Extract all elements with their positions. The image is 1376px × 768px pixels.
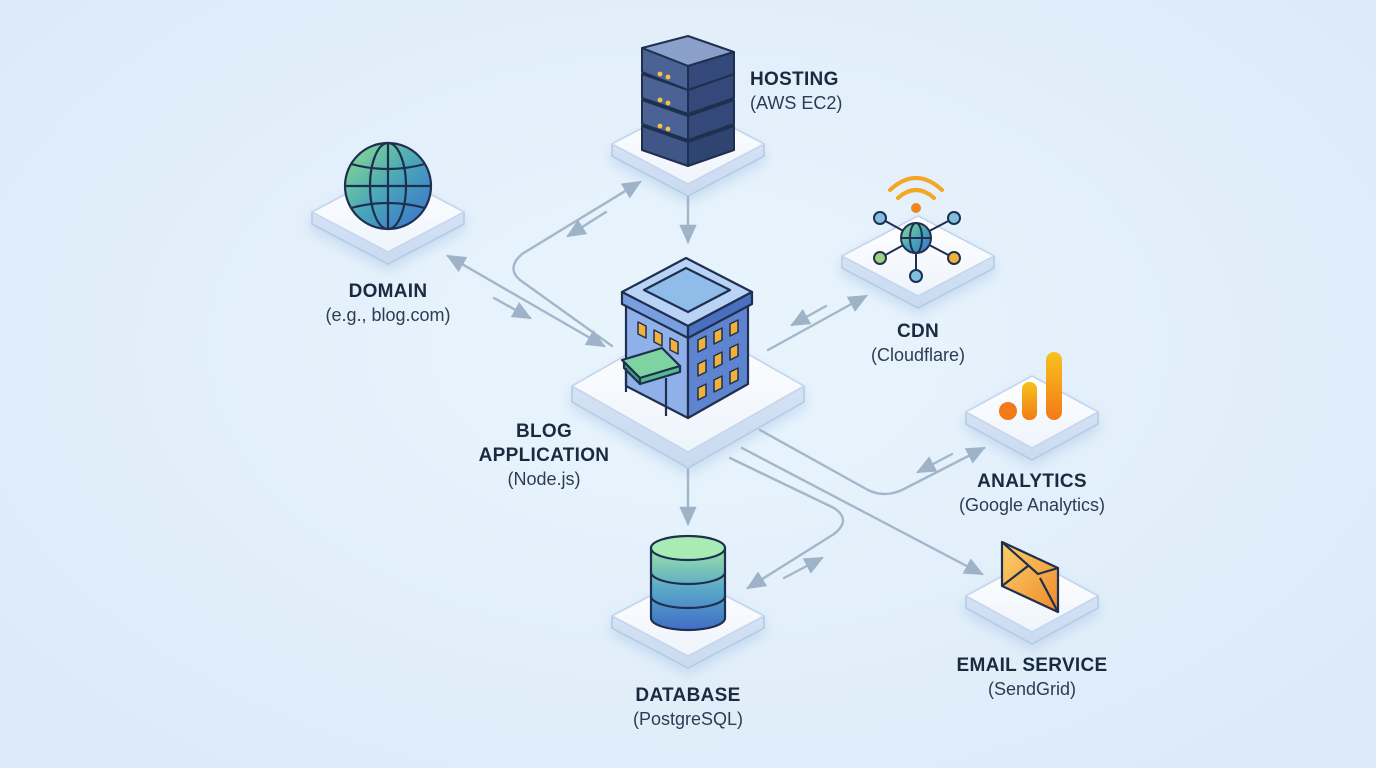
domain-label: DOMAIN (e.g., blog.com) bbox=[288, 280, 488, 326]
connector-cdn-return bbox=[790, 304, 828, 327]
network-hub-icon bbox=[873, 211, 961, 283]
domain-node bbox=[310, 141, 466, 265]
connector-database-return bbox=[782, 556, 824, 580]
email-label: EMAIL SERVICE (SendGrid) bbox=[922, 654, 1142, 700]
connector-app-analytics bbox=[758, 428, 986, 496]
building-icon bbox=[620, 256, 754, 420]
hosting-subtitle: (AWS EC2) bbox=[750, 92, 843, 113]
awning-icon bbox=[620, 346, 682, 416]
email-subtitle: (SendGrid) bbox=[987, 678, 1077, 699]
connector-app-to-hosting-loop bbox=[512, 180, 642, 348]
wifi-signal-icon bbox=[888, 176, 944, 213]
globe-icon bbox=[343, 141, 433, 231]
hosting-label: HOSTING (AWS EC2) bbox=[750, 68, 842, 114]
cdn-node bbox=[840, 176, 996, 309]
server-led-lights bbox=[657, 71, 671, 132]
blog-app-subtitle: (Node.js) bbox=[507, 468, 581, 489]
cdn-label: CDN (Cloudflare) bbox=[818, 320, 1018, 366]
server-stack-icon bbox=[641, 35, 735, 167]
database-node bbox=[610, 534, 766, 669]
email-title: EMAIL SERVICE bbox=[956, 655, 1108, 676]
blog-app-title-line1: BLOG bbox=[515, 421, 573, 442]
connector-analytics-return bbox=[916, 452, 954, 474]
blog-app-label: BLOG APPLICATION (Node.js) bbox=[444, 420, 644, 490]
connector-app-email bbox=[740, 446, 984, 576]
hosting-title: HOSTING bbox=[750, 69, 839, 90]
database-title: DATABASE bbox=[635, 685, 741, 706]
cdn-title: CDN bbox=[896, 321, 940, 342]
domain-subtitle: (e.g., blog.com) bbox=[325, 304, 451, 325]
hosting-node bbox=[610, 35, 766, 197]
connector-domain-return bbox=[492, 296, 532, 320]
cdn-platform bbox=[840, 215, 996, 309]
connector-app-hosting-return bbox=[566, 210, 608, 238]
envelope-icon bbox=[1000, 540, 1060, 614]
database-label: DATABASE (PostgreSQL) bbox=[588, 684, 788, 730]
analytics-subtitle: (Google Analytics) bbox=[958, 494, 1106, 515]
email-node bbox=[964, 540, 1100, 645]
cdn-subtitle: (Cloudflare) bbox=[870, 344, 966, 365]
blog-app-node bbox=[570, 256, 806, 469]
connector-domain-app bbox=[446, 254, 606, 348]
bar-chart-icon bbox=[999, 352, 1062, 420]
analytics-title: ANALYTICS bbox=[977, 471, 1087, 492]
blog-app-title-line2: APPLICATION bbox=[478, 444, 610, 466]
connector-app-cdn bbox=[766, 294, 868, 352]
database-subtitle: (PostgreSQL) bbox=[632, 708, 744, 729]
connectors bbox=[446, 180, 986, 590]
analytics-label: ANALYTICS (Google Analytics) bbox=[922, 470, 1142, 516]
connector-app-database-loop bbox=[728, 456, 845, 590]
domain-title: DOMAIN bbox=[348, 281, 428, 302]
database-icon bbox=[649, 534, 727, 632]
building-windows bbox=[637, 319, 739, 401]
analytics-node bbox=[964, 352, 1100, 461]
